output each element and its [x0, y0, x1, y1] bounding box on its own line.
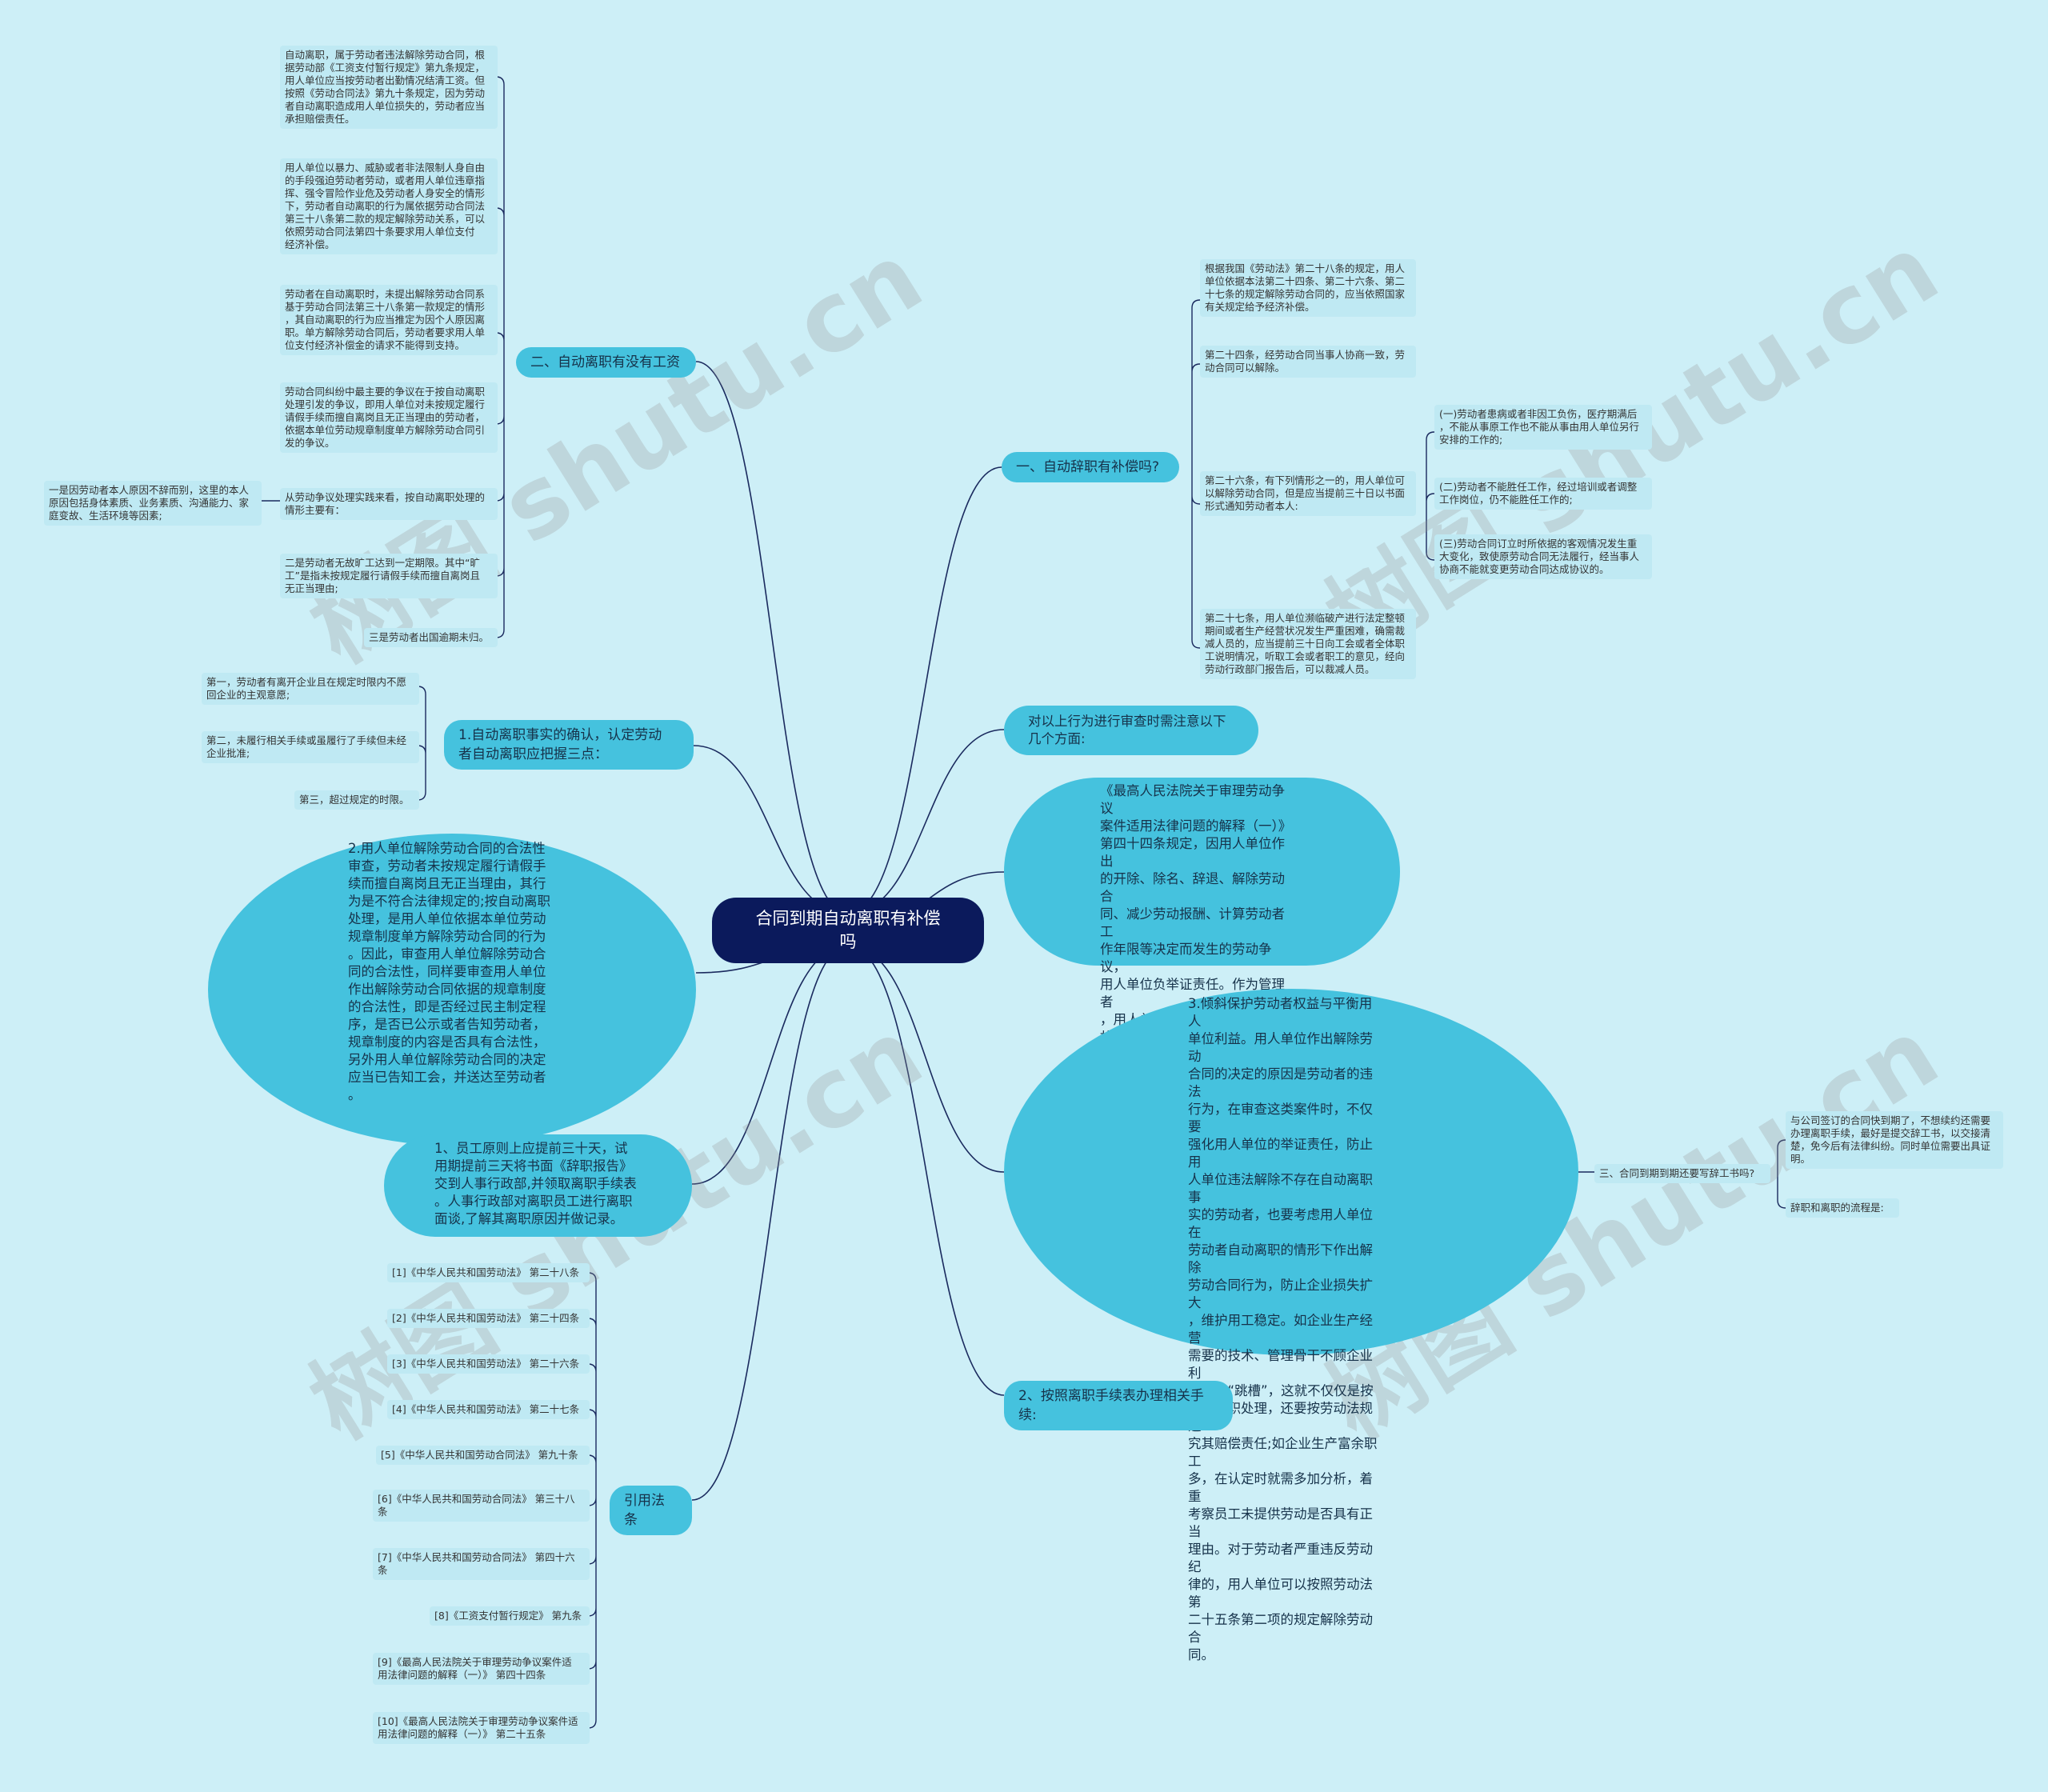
bracket-line — [1777, 1139, 1795, 1209]
leaf-compensation-4[interactable]: 第二十七条，用人单位濒临破产进行法定整顿 期间或者生产经营状况发生严重困难，确需… — [1200, 609, 1416, 679]
leaf-article26-2[interactable]: (二)劳动者不能胜任工作，经过培训或者调整 工作岗位，仍不能胜任工作的; — [1434, 478, 1652, 510]
leaf-law-4[interactable]: [4]《中华人民共和国劳动法》 第二十七条 — [387, 1400, 590, 1419]
bracket-line — [1191, 299, 1210, 649]
leaf-law-1[interactable]: [1]《中华人民共和国劳动法》 第二十八条 — [387, 1263, 590, 1282]
leaf-question-1[interactable]: 与公司签订的合同快到期了，不想续约还需要 办理离职手续，最好是提交辞工书，以交接… — [1786, 1111, 2003, 1169]
branch-resign-steps[interactable]: 1、员工原则上应提前三十天，试 用期提前三天将书面《辞职报告》 交到人事行政部,… — [384, 1134, 692, 1237]
connector-line — [695, 361, 849, 914]
leaf-wage-5[interactable]: 从劳动争议处理实践来看，按自动离职处理的 情形主要有： — [280, 488, 498, 520]
leaf-wage-6[interactable]: 二是劳动者无故旷工达到一定期限。其中“旷 工”是指未按规定履行请假手续而擅自离岗… — [280, 554, 498, 598]
leaf-law-3[interactable]: [3]《中华人民共和国劳动法》 第二十六条 — [387, 1354, 590, 1374]
leaf-compensation-1[interactable]: 根据我国《劳动法》第二十八条的规定，用人 单位依据本法第二十四条、第二十六条、第… — [1200, 259, 1416, 317]
leaf-wage-3[interactable]: 劳动者在自动离职时，未提出解除劳动合同系 基于劳动合同法第三十八条第一款规定的情… — [280, 285, 498, 355]
branch-legality[interactable]: 2.用人单位解除劳动合同的合法性 审查，劳动者未按规定履行请假手 续而擅自离岗且… — [208, 834, 696, 1146]
leaf-wage-1[interactable]: 自动离职，属于劳动者违法解除劳动合同，根 据劳动部《工资支付暂行规定》第九条规定… — [280, 46, 498, 129]
branch-review[interactable]: 对以上行为进行审查时需注意以下 几个方面: — [1004, 706, 1258, 755]
leaf-law-8[interactable]: [8]《工资支付暂行规定》 第九条 — [430, 1606, 590, 1626]
connector-line — [847, 945, 1005, 1173]
bracket-line — [578, 1272, 597, 1729]
leaf-compensation-3[interactable]: 第二十六条，有下列情形之一的，用人单位可 以解除劳动合同，但是应当提前三十日以书… — [1200, 471, 1416, 516]
leaf-law-10[interactable]: [10]《最高人民法院关于审理劳动争议案件适 用法律问题的解释（一）》 第二十五… — [373, 1712, 590, 1744]
leaf-wage-2[interactable]: 用人单位以暴力、威胁或者非法限制人身自由 的手段强迫劳动者劳动，或者用人单位违章… — [280, 158, 498, 254]
branch-procedure[interactable]: 2、按照离职手续表办理相关手续: — [1004, 1381, 1233, 1430]
branch-auto-leave-wages[interactable]: 二、自动离职有没有工资 — [516, 347, 696, 378]
leaf-recognition-2[interactable]: 第二，未履行相关手续或虽履行了手续但未经 企业批准; — [202, 731, 419, 763]
connector-line — [847, 466, 1002, 914]
leaf-law-7[interactable]: [7]《中华人民共和国劳动合同法》 第四十六 条 — [373, 1548, 590, 1580]
branch-resign-compensation[interactable]: 一、自动辞职有补偿吗? — [1002, 452, 1179, 482]
leaf-compensation-2[interactable]: 第二十四条，经劳动合同当事人协商一致，劳 动合同可以解除。 — [1200, 346, 1416, 378]
leaf-law-6[interactable]: [6]《中华人民共和国劳动合同法》 第三十八 条 — [373, 1490, 590, 1522]
leaf-law-9[interactable]: [9]《最高人民法院关于审理劳动争议案件适 用法律问题的解释（一）》 第四十四条 — [373, 1653, 590, 1685]
branch-protection[interactable]: 3.倾斜保护劳动者权益与平衡用人 单位利益。用人单位作出解除劳动 合同的决定的原… — [1004, 989, 1578, 1662]
leaf-law-5[interactable]: [5]《中华人民共和国劳动合同法》 第九十条 — [376, 1446, 590, 1465]
connector-line — [847, 729, 1005, 914]
connector-line — [691, 945, 849, 1501]
root-topic[interactable]: 合同到期自动离职有补偿 吗 — [712, 898, 984, 963]
leaf-recognition-3[interactable]: 第三，超过规定的时限。 — [294, 790, 419, 810]
leaf-wage-4[interactable]: 劳动合同纠纷中最主要的争议在于按自动离职 处理引发的争议，即用人单位对未按规定履… — [280, 382, 498, 453]
connector-line — [691, 945, 849, 1185]
leaf-recognition-1[interactable]: 第一，劳动者有离开企业且在规定时限内不愿 回企业的主观意愿; — [202, 673, 419, 705]
branch-laws[interactable]: 引用法条 — [610, 1486, 692, 1535]
branch-interpretation[interactable]: 《最高人民法院关于审理劳动争议 案件适用法律问题的解释（一）》 第四十四条规定，… — [1004, 778, 1400, 1080]
leaf-law-2[interactable]: [2]《中华人民共和国劳动法》 第二十四条 — [387, 1309, 590, 1328]
leaf-article26-3[interactable]: (三)劳动合同订立时所依据的客观情况发生重 大变化，致使原劳动合同无法履行，经当… — [1434, 534, 1652, 579]
leaf-question-2[interactable]: 辞职和离职的流程是: — [1786, 1198, 1899, 1218]
connector-line — [693, 745, 849, 914]
leaf-article26-1[interactable]: (一)劳动者患病或者非因工负伤，医疗期满后 ，不能从事原工作也不能从事由用人单位… — [1434, 405, 1652, 450]
leaf-wage-7[interactable]: 三是劳动者出国逾期未归。 — [364, 628, 498, 647]
leaf-wage-sub[interactable]: 一是因劳动者本人原因不辞而别，这里的本人 原因包括身体素质、业务素质、沟通能力、… — [44, 481, 262, 526]
bracket-line — [486, 76, 505, 638]
node-contract-question[interactable]: 三、合同到期到期还要写辞工书吗? — [1594, 1164, 1770, 1183]
bracket-line — [1426, 431, 1444, 561]
branch-recognition[interactable]: 1.自动离职事实的确认，认定劳动 者自动离职应把握三点： — [444, 720, 694, 770]
connector-line — [847, 945, 1005, 1396]
